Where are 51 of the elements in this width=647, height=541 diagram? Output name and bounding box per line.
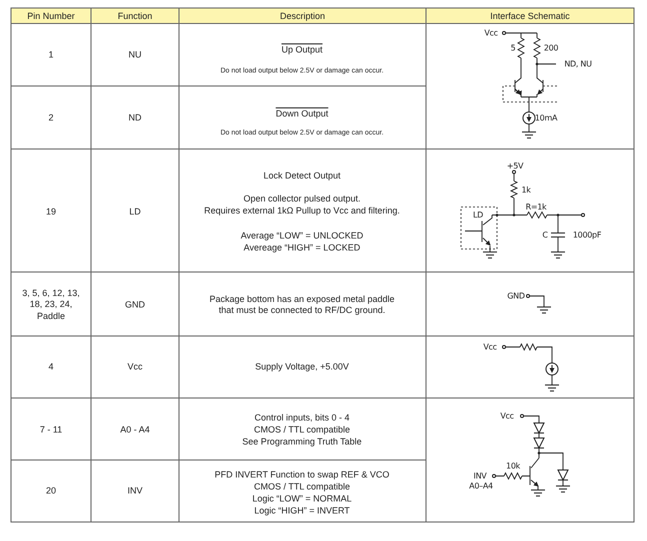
schematic-label: 200 — [544, 44, 558, 52]
schematic-label: GND — [507, 292, 525, 300]
pin-number: 1 — [47, 49, 54, 61]
pin-function: NU — [128, 49, 142, 61]
schematic-label: Vcc — [484, 28, 498, 38]
pin-function: Vcc — [126, 361, 144, 373]
description-text: Supply Voltage, +5.00V — [254, 361, 350, 373]
schematic-label: 10mA — [534, 114, 558, 122]
pin-function: ND — [128, 112, 142, 124]
pin-number: 3, 5, 6, 12, 13, 18, 23, 24, Paddle — [21, 288, 81, 322]
column-header: Function — [91, 8, 179, 24]
description-text: Open collector pulsed output. — [242, 193, 362, 205]
description-text: Control inputs, bits 0 - 4 — [253, 412, 351, 424]
pin-number: 2 — [47, 112, 54, 124]
schematic-label: C — [542, 230, 548, 240]
column-header: Pin Number — [11, 8, 91, 24]
schematic-label: 10k — [506, 462, 520, 470]
description-text: Average “LOW” = UNLOCKED — [240, 230, 364, 242]
schematic-label: 1000pF — [572, 230, 602, 240]
pin-number: 4 — [47, 361, 54, 373]
schematic-label: ND, NU — [564, 60, 592, 68]
pin-number: 19 — [44, 206, 57, 218]
description-text: Logic “LOW” = NORMAL — [251, 493, 353, 505]
description-text: CMOS / TTL compatible — [252, 481, 352, 493]
pin-function: GND — [124, 299, 146, 311]
description-text: Down Output — [274, 108, 330, 120]
schematic-label: +5V — [506, 162, 524, 170]
column-header: Description — [179, 8, 426, 24]
description-text: PFD INVERT Function to swap REF & VCO — [214, 469, 390, 481]
description-text: Requires external 1kΩ Pullup to Vcc and filtering. — [203, 205, 401, 217]
schematic-label: R=1k — [526, 202, 546, 212]
schematic-label: INV — [474, 472, 486, 480]
pin-function: A0 - A4 — [119, 424, 151, 436]
description-text: Package bottom has an exposed metal paddle that must be connected to RF/DC ground. — [208, 294, 396, 316]
pin-number: 7 - 11 — [38, 424, 64, 436]
schematic-label: Vcc — [500, 412, 514, 420]
schematic-label: A0–A4 — [469, 482, 493, 490]
pin-function: LD — [128, 206, 142, 218]
column-header: Interface Schematic — [426, 8, 634, 24]
description-text: CMOS / TTL compatible — [252, 424, 352, 436]
description-text: See Programming Truth Table — [241, 436, 363, 448]
description-text: Lock Detect Output — [262, 170, 342, 182]
schematic-label: 1k — [521, 186, 531, 194]
description-text: Logic “HIGH” = INVERT — [253, 505, 351, 517]
pin-number: 20 — [44, 485, 57, 497]
schematic-label: Vcc — [483, 342, 497, 352]
description-text: Avereage “HIGH” = LOCKED — [242, 242, 362, 254]
pin-function: INV — [126, 485, 144, 497]
description-text: Up Output — [280, 44, 324, 56]
schematic-label: 5 — [510, 44, 516, 52]
schematic-label: LD — [472, 210, 484, 220]
